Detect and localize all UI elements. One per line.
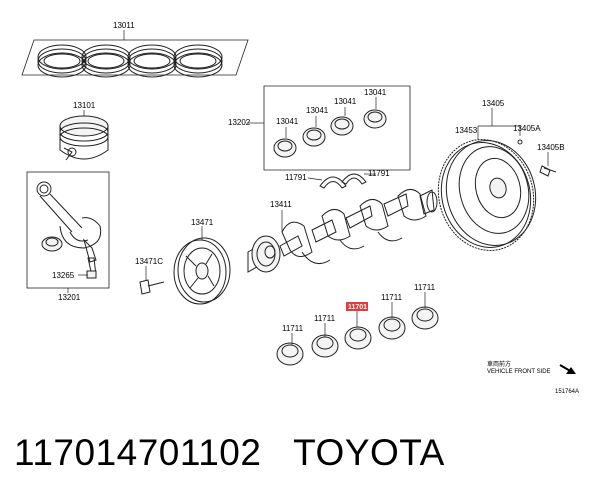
label-11711-c: 11711 <box>381 293 403 302</box>
label-13201: 13201 <box>58 293 81 302</box>
main-bearing-5 <box>411 306 439 330</box>
label-13405: 13405 <box>482 99 505 108</box>
label-11711-d: 11711 <box>414 283 436 292</box>
label-13411: 13411 <box>270 200 292 209</box>
label-13405A: 13405A <box>513 124 541 133</box>
crankshaft <box>247 189 438 273</box>
front-arrow-icon <box>559 364 576 374</box>
flywheel <box>437 139 537 251</box>
main-bearing-2 <box>311 334 339 358</box>
crank-pulley <box>173 237 231 305</box>
label-13101: 13101 <box>73 101 96 110</box>
label-13265: 13265 <box>52 271 75 280</box>
part-number-caption: 117014701102 TOYOTA <box>14 432 445 473</box>
direction-jp-label: 車両前方 <box>487 360 511 368</box>
main-bearing-4 <box>378 316 406 340</box>
piston <box>59 115 109 161</box>
main-bearing-1 <box>276 342 304 366</box>
connecting-rod <box>36 181 102 279</box>
reference-code: 151764A <box>555 389 579 395</box>
thrust-washer-2 <box>341 173 367 185</box>
piston-ring-set <box>21 39 249 78</box>
label-11711-a: 11711 <box>282 324 304 333</box>
conrod-bearing-1 <box>273 138 297 158</box>
label-13041-a: 13041 <box>276 117 299 126</box>
label-11711-b: 11711 <box>314 314 336 323</box>
label-13453: 13453 <box>455 126 478 135</box>
thrust-washer-1 <box>319 176 347 189</box>
label-13471: 13471 <box>191 218 214 227</box>
label-11791-a: 11791 <box>285 173 307 182</box>
conrod-bearing-4 <box>363 109 387 129</box>
conrod-bearing-3 <box>330 116 354 136</box>
label-11701: 11701 <box>348 304 367 311</box>
direction-en-label: VEHICLE FRONT SIDE <box>487 369 551 375</box>
label-13471C: 13471C <box>135 257 163 266</box>
label-13041-c: 13041 <box>334 97 357 106</box>
label-11791-b: 11791 <box>368 169 390 178</box>
label-13011: 13011 <box>113 21 135 30</box>
label-13041-b: 13041 <box>306 106 329 115</box>
main-bearing-3 <box>344 326 372 350</box>
conrod-bearing-2 <box>302 127 326 147</box>
label-13405B: 13405B <box>537 143 565 152</box>
label-13041-d: 13041 <box>364 88 387 97</box>
highlight-11701 <box>346 302 368 311</box>
label-13202: 13202 <box>228 118 251 127</box>
pulley-bolt <box>139 279 165 295</box>
flywheel-bolt <box>539 165 557 177</box>
